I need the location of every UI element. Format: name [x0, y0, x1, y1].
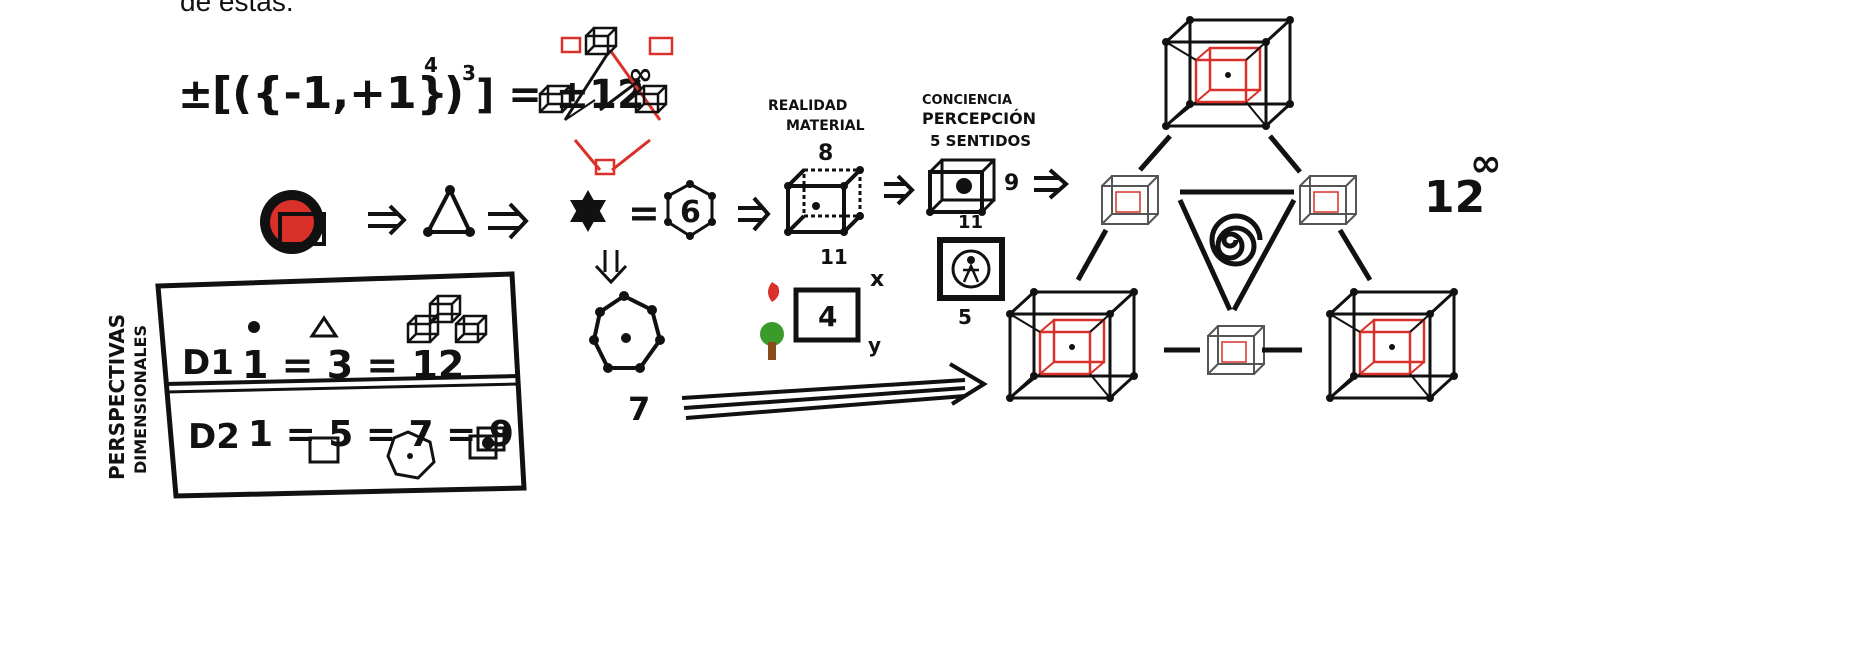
- hypercube-top: [1160, 14, 1296, 132]
- minihypercube-right: [1299, 175, 1357, 225]
- cube-eleven-label-right: 11: [958, 212, 983, 233]
- air-icon: x: [870, 267, 884, 292]
- formula-close: ): [444, 68, 464, 119]
- label-material: MATERIAL: [786, 118, 865, 134]
- row2-square-icon: [308, 436, 340, 464]
- heptagon-seven: 7: [589, 291, 665, 428]
- origin-point-icon: [260, 190, 326, 254]
- person-square: 5: [937, 237, 1005, 329]
- yellow-icon: y: [868, 333, 881, 357]
- row2-cube-icon: [468, 426, 506, 460]
- twelve-inf-exp: ∞: [1470, 141, 1502, 185]
- down-arrow-icon: [594, 250, 628, 285]
- spiral-icon: [1209, 213, 1263, 267]
- square-four: 4 x y: [760, 267, 884, 360]
- hexagon-six-label: 6: [680, 195, 701, 230]
- table-row1-label: D1: [182, 343, 234, 383]
- cube-eight-label: 8: [818, 141, 833, 166]
- fire-icon: [768, 282, 780, 302]
- formula: ± [({-1,+1} 4 ) 3 ] = ±12 ∞: [178, 26, 674, 176]
- cube-nine-label: 9: [1004, 171, 1019, 196]
- cube-eight: [784, 166, 864, 236]
- hypercube-triangle: [1004, 14, 1460, 404]
- cube-eleven-label-left: 11: [820, 245, 848, 269]
- formula-exp4: 4: [424, 53, 438, 77]
- minihypercube-left: [1101, 175, 1159, 225]
- label-conciencia: CONCIENCIA: [922, 93, 1012, 108]
- row2-heptagon-icon: [386, 430, 436, 480]
- formula-plusminus: ±: [178, 69, 213, 118]
- chain-equals: =: [628, 191, 660, 235]
- tree-icon: [760, 322, 784, 360]
- label-realidad: REALIDAD: [768, 98, 847, 114]
- cube-hexagon: [538, 26, 674, 176]
- person-square-label: 5: [958, 305, 972, 329]
- triangle-icon: [423, 185, 475, 237]
- cube-nine: [926, 158, 996, 216]
- formula-exp3: 3: [462, 61, 476, 85]
- formula-body: [({-1,+1}: [212, 68, 448, 119]
- heptagon-seven-label: 7: [628, 390, 650, 428]
- side-label-dimensionales: DIMENSIONALES: [131, 325, 150, 474]
- hypercube-left: [1004, 286, 1140, 404]
- long-arrow: [681, 362, 988, 420]
- twelve-inf-base: 12: [1424, 172, 1485, 223]
- chain-arrows: [368, 168, 1070, 240]
- table-row2-label: D2: [188, 417, 240, 457]
- perspectives-table: PERSPECTIVAS DIMENSIONALES D1 1 = 3 = 12…: [105, 271, 527, 499]
- label-sentidos: 5 SENTIDOS: [930, 132, 1031, 150]
- side-label-perspectivas: PERSPECTIVAS: [105, 314, 129, 480]
- row1-triangle-icon: [309, 315, 339, 338]
- row1-cubes-icon: [406, 294, 488, 344]
- star-icon: [570, 190, 606, 232]
- hypercube-right: [1324, 286, 1460, 404]
- table-row1-eq: 1 = 3 = 12: [242, 343, 464, 387]
- label-percepcion: PERCEPCIÓN: [922, 109, 1036, 128]
- row1-point-icon: [248, 321, 260, 333]
- minihypercube-bottom: [1207, 325, 1265, 375]
- top-text: de estas.: [180, 0, 294, 17]
- square-four-label: 4: [818, 300, 837, 333]
- hexagon-six: 6: [664, 180, 716, 240]
